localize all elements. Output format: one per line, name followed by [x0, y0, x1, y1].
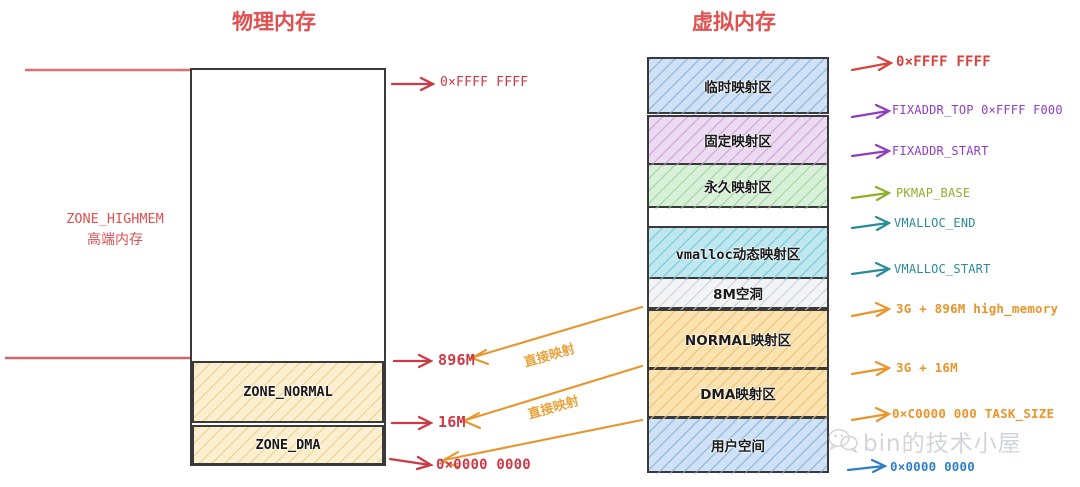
zone-highmem-cn: 高端内存 — [87, 231, 143, 248]
zone-highmem-name: ZONE_HIGHMEM — [66, 211, 164, 227]
hatch-pattern-icon — [649, 59, 827, 115]
virtual-block-normal-map-label: NORMAL映射区 — [684, 333, 792, 349]
physical-marker-arrows — [388, 76, 436, 471]
physical-marker-top: 0×FFFF FFFF — [440, 75, 529, 90]
virtual-block-hole: 8M空洞 — [647, 277, 829, 311]
virtual-block-perm-map: 永久映射区 — [647, 163, 829, 209]
hatch-pattern-icon — [649, 370, 827, 419]
watermark: bin的技术小屋 — [828, 424, 1022, 458]
virtual-block-normal-map: NORMAL映射区 — [647, 309, 829, 370]
virtual-block-dma-map: DMA映射区 — [647, 368, 829, 419]
hatch-pattern-icon — [649, 311, 827, 370]
virtual-memory-title: 虚拟内存 — [692, 10, 776, 34]
virtual-marker-zero: 0×0000 0000 — [890, 459, 975, 474]
physical-marker-zero: 0×0000 0000 — [436, 457, 531, 473]
virtual-marker-task-size: 0×C0000 000 TASK_SIZE — [892, 406, 1055, 421]
hatch-pattern-icon — [649, 279, 827, 311]
virtual-block-user-space: 用户空间 — [647, 417, 829, 474]
physical-memory-frame — [190, 68, 386, 466]
virtual-block-fixed-map-label: 固定映射区 — [704, 134, 772, 150]
hatch-pattern-icon — [649, 228, 827, 280]
virtual-block-user-space-label: 用户空间 — [711, 439, 765, 455]
direct-mapping-label-dma: 直接映射 — [526, 393, 581, 423]
virtual-marker-vmalloc-start: VMALLOC_START — [894, 262, 991, 276]
physical-block-zone-normal: ZONE_NORMAL — [192, 361, 384, 423]
virtual-block-hole-label: 8M空洞 — [713, 287, 763, 303]
physical-marker-896m: 896M — [438, 351, 475, 369]
hatch-pattern-icon — [649, 165, 827, 209]
virtual-marker-high-memory: 3G + 896M high_memory — [896, 301, 1059, 316]
direct-mapping-label-normal: 直接映射 — [522, 341, 577, 371]
hatch-pattern-icon — [649, 117, 827, 166]
virtual-marker-3g-16m: 3G + 16M — [896, 360, 958, 375]
virtual-marker-arrows — [846, 55, 894, 474]
physical-block-zone-normal-label: ZONE_NORMAL — [243, 384, 333, 400]
virtual-block-temp-map: 临时映射区 — [647, 57, 829, 115]
virtual-block-temp-map-label: 临时映射区 — [704, 79, 772, 96]
virtual-block-fixed-map: 固定映射区 — [647, 115, 829, 166]
virtual-block-perm-map-label: 永久映射区 — [704, 179, 772, 196]
zone-highmem-label: ZONE_HIGHMEM 高端内存 — [40, 210, 190, 250]
physical-block-zone-dma-label: ZONE_DMA — [255, 437, 321, 453]
virtual-marker-pkmap-base: PKMAP_BASE — [896, 186, 971, 200]
virtual-marker-ffff-ffff: 0×FFFF FFFF — [896, 54, 991, 70]
virtual-marker-vmalloc-end: VMALLOC_END — [894, 216, 976, 230]
virtual-block-vmalloc-label: vmalloc动态映射区 — [675, 246, 801, 263]
direct-mapping-arrows — [439, 305, 644, 469]
physical-block-zone-dma: ZONE_DMA — [192, 425, 384, 465]
physical-marker-16m: 16M — [438, 413, 466, 431]
virtual-block-dma-map-label: DMA映射区 — [700, 387, 776, 403]
watermark-text: bin的技术小屋 — [863, 431, 1022, 457]
virtual-marker-fixaddr-top: FIXADDR_TOP 0×FFFF F000 — [892, 103, 1063, 117]
virtual-marker-fixaddr-start: FIXADDR_START — [892, 144, 989, 158]
wechat-icon — [828, 429, 858, 454]
virtual-block-gap — [647, 206, 829, 228]
virtual-block-vmalloc: vmalloc动态映射区 — [647, 226, 829, 280]
hatch-pattern-icon — [649, 419, 827, 474]
physical-memory-title: 物理内存 — [232, 10, 316, 34]
